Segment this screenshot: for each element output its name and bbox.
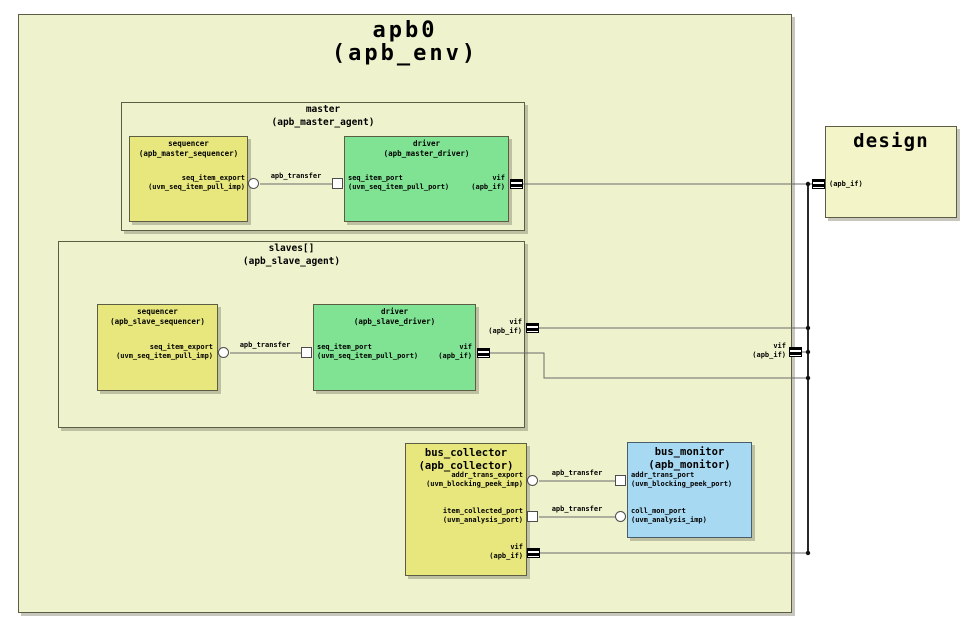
vif-port-icon <box>789 347 802 357</box>
port-type: (uvm_blocking_peek_port) <box>631 480 733 488</box>
port-type: (apb_if) <box>488 327 522 335</box>
master-driver-class: (apb_master_driver) <box>383 148 470 158</box>
junction-dot <box>805 181 811 187</box>
collector-export-label: addr_trans_export (uvm_blocking_peek_imp… <box>426 471 523 489</box>
master-sequencer-box <box>129 136 248 222</box>
collector-wire-label-top: apb_transfer <box>551 469 603 477</box>
bus-collector-box <box>405 443 527 576</box>
bus-monitor-class: (apb_monitor) <box>648 459 731 471</box>
env-title-name: apb0 <box>372 18 438 43</box>
slave-driver-port-label: seq_item_port (uvm_seq_item_pull_port) <box>317 343 418 361</box>
port-type: (apb_if) <box>438 352 472 360</box>
port-name: coll_mon_port <box>631 507 686 515</box>
master-agent-class: (apb_master_agent) <box>271 116 375 128</box>
master-driver-port-label: seq_item_port (uvm_seq_item_pull_port) <box>348 174 449 192</box>
master-seq-export-label: seq_item_export (uvm_seq_item_pull_imp) <box>148 174 245 192</box>
master-agent-title: master (apb_master_agent) <box>121 104 525 129</box>
port-name: seq_item_port <box>317 343 372 351</box>
port-type: (uvm_seq_item_pull_port) <box>317 352 419 360</box>
slave-agent-name: slaves[] <box>268 243 315 254</box>
port-type: (uvm_analysis_port) <box>442 516 523 524</box>
slave-seq-export-label: seq_item_export (uvm_seq_item_pull_imp) <box>116 343 213 361</box>
monitor-analysis-label: coll_mon_port (uvm_analysis_imp) <box>631 507 707 525</box>
port-name: vif <box>773 342 786 350</box>
slave-driver-vif-label: vif (apb_if) <box>438 343 472 361</box>
master-sequencer-class: (apb_master_sequencer) <box>138 148 239 158</box>
port-name: vif <box>509 318 522 326</box>
vif-port-icon <box>526 323 539 333</box>
slave-sequencer-title: sequencer (apb_slave_sequencer) <box>97 307 218 326</box>
port-name: vif <box>459 343 472 351</box>
port-type: (apb_if) <box>752 351 786 359</box>
port-type: (uvm_blocking_peek_imp) <box>426 480 523 488</box>
master-driver-name: driver <box>412 139 441 148</box>
vif-port-icon <box>510 179 523 189</box>
port-square-icon <box>332 178 343 189</box>
design-box <box>825 126 957 218</box>
monitor-peek-label: addr_trans_port (uvm_blocking_peek_port) <box>631 471 732 489</box>
master-agent-name: master <box>305 104 341 115</box>
slave-driver-title: driver (apb_slave_driver) <box>313 307 476 326</box>
design-title: design <box>853 130 929 152</box>
export-circle-icon <box>527 475 538 486</box>
port-name: seq_item_port <box>348 174 403 182</box>
port-type: (uvm_seq_item_pull_imp) <box>116 352 213 360</box>
junction-dot <box>805 375 811 381</box>
vif-port-icon <box>527 548 540 558</box>
slave-wire-label: apb_transfer <box>239 341 291 349</box>
master-sequencer-title: sequencer (apb_master_sequencer) <box>129 139 248 158</box>
port-type: (apb_if) <box>471 183 505 191</box>
port-name: seq_item_export <box>181 174 245 182</box>
junction-dot <box>805 349 811 355</box>
port-type: (uvm_seq_item_pull_imp) <box>148 183 245 191</box>
bus-collector-name: bus_collector <box>424 447 508 459</box>
bus-monitor-name: bus_monitor <box>654 446 725 458</box>
port-square-icon <box>301 347 312 358</box>
master-driver-box <box>344 136 509 222</box>
design-port-label: (apb_if) <box>829 180 863 188</box>
collector-analysis-label: item_collected_port (uvm_analysis_port) <box>443 507 523 525</box>
export-circle-icon <box>218 347 229 358</box>
slave-driver-box <box>313 304 476 391</box>
port-name: vif <box>510 543 523 551</box>
junction-dot <box>805 325 811 331</box>
master-wire-label: apb_transfer <box>270 172 322 180</box>
bus-collector-title: bus_collector (apb_collector) <box>405 447 527 473</box>
env-vif-label: vif (apb_if) <box>752 342 786 360</box>
port-type: (uvm_seq_item_pull_port) <box>348 183 450 191</box>
slave-sequencer-box <box>97 304 218 391</box>
port-square-icon <box>527 511 538 522</box>
slave-sequencer-name: sequencer <box>137 307 178 316</box>
slave-driver-name: driver <box>380 307 409 316</box>
bus-collector-class: (apb_collector) <box>418 460 514 472</box>
slave-driver-class: (apb_slave_driver) <box>353 316 436 326</box>
port-name: item_collected_port <box>442 507 523 515</box>
port-square-icon <box>615 475 626 486</box>
export-circle-icon <box>615 511 626 522</box>
port-name: vif <box>492 174 505 182</box>
collector-wire-label-bottom: apb_transfer <box>551 505 603 513</box>
export-circle-icon <box>248 178 259 189</box>
env-title: apb0 (apb_env) <box>18 19 792 65</box>
port-type: (apb_if) <box>489 552 523 560</box>
junction-dot <box>805 550 811 556</box>
master-driver-vif-label: vif (apb_if) <box>471 174 505 192</box>
port-name: addr_trans_port <box>631 471 695 479</box>
bus-monitor-title: bus_monitor (apb_monitor) <box>627 446 752 472</box>
slave-agent-class: (apb_slave_agent) <box>242 255 341 267</box>
collector-vif-label: vif (apb_if) <box>489 543 523 561</box>
port-type: (uvm_analysis_imp) <box>631 516 707 524</box>
env-title-class: (apb_env) <box>331 41 479 66</box>
slave-agent-vif-label: vif (apb_if) <box>488 318 522 336</box>
vif-port-icon <box>477 348 490 358</box>
bus-monitor-box <box>627 442 752 538</box>
port-name: seq_item_export <box>149 343 213 351</box>
port-name: addr_trans_export <box>451 471 523 479</box>
vif-port-icon <box>812 179 825 189</box>
slave-sequencer-class: (apb_slave_sequencer) <box>110 316 205 326</box>
master-driver-title: driver (apb_master_driver) <box>344 139 509 158</box>
slave-agent-title: slaves[] (apb_slave_agent) <box>58 243 525 268</box>
master-sequencer-name: sequencer <box>168 139 209 148</box>
